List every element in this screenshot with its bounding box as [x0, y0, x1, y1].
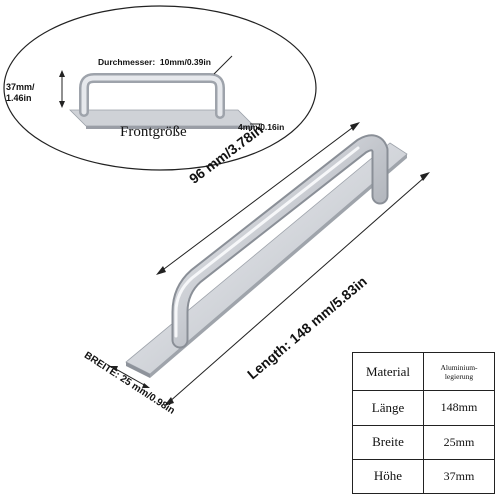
spec-value: 25mm [423, 424, 495, 460]
front-view-handle [69, 73, 255, 129]
front-size-caption: Frontgröße [120, 124, 187, 140]
thickness-label: 4mm/0.16in [238, 122, 285, 132]
spec-key: Breite [352, 424, 424, 460]
height-label: 37mm/ 1.46in [6, 82, 35, 103]
spec-key: Höhe [352, 458, 424, 495]
base-plate [125, 142, 408, 375]
main-handle [125, 134, 408, 378]
table-row: Breite 25mm [352, 424, 495, 460]
width-dimension-line [113, 367, 147, 387]
length-dimension-line [167, 175, 427, 404]
spec-key: Material [352, 351, 424, 392]
table-row: Länge 148mm [352, 390, 495, 426]
callout-ellipse [3, 5, 317, 171]
hole-spacing-dimension-line [159, 124, 357, 273]
spec-value: 37mm [423, 458, 495, 495]
spec-value: 148mm [423, 390, 495, 426]
diameter-leader-line [213, 55, 233, 75]
table-row: Material Aluminium- legierung [352, 351, 495, 392]
spec-table: Material Aluminium- legierung Länge 148m… [352, 351, 495, 495]
spec-key: Länge [352, 390, 424, 426]
diameter-label: Durchmesser: 10mm/0.39in [98, 57, 211, 67]
spec-value: Aluminium- legierung [423, 351, 495, 392]
table-row: Höhe 37mm [352, 458, 495, 495]
